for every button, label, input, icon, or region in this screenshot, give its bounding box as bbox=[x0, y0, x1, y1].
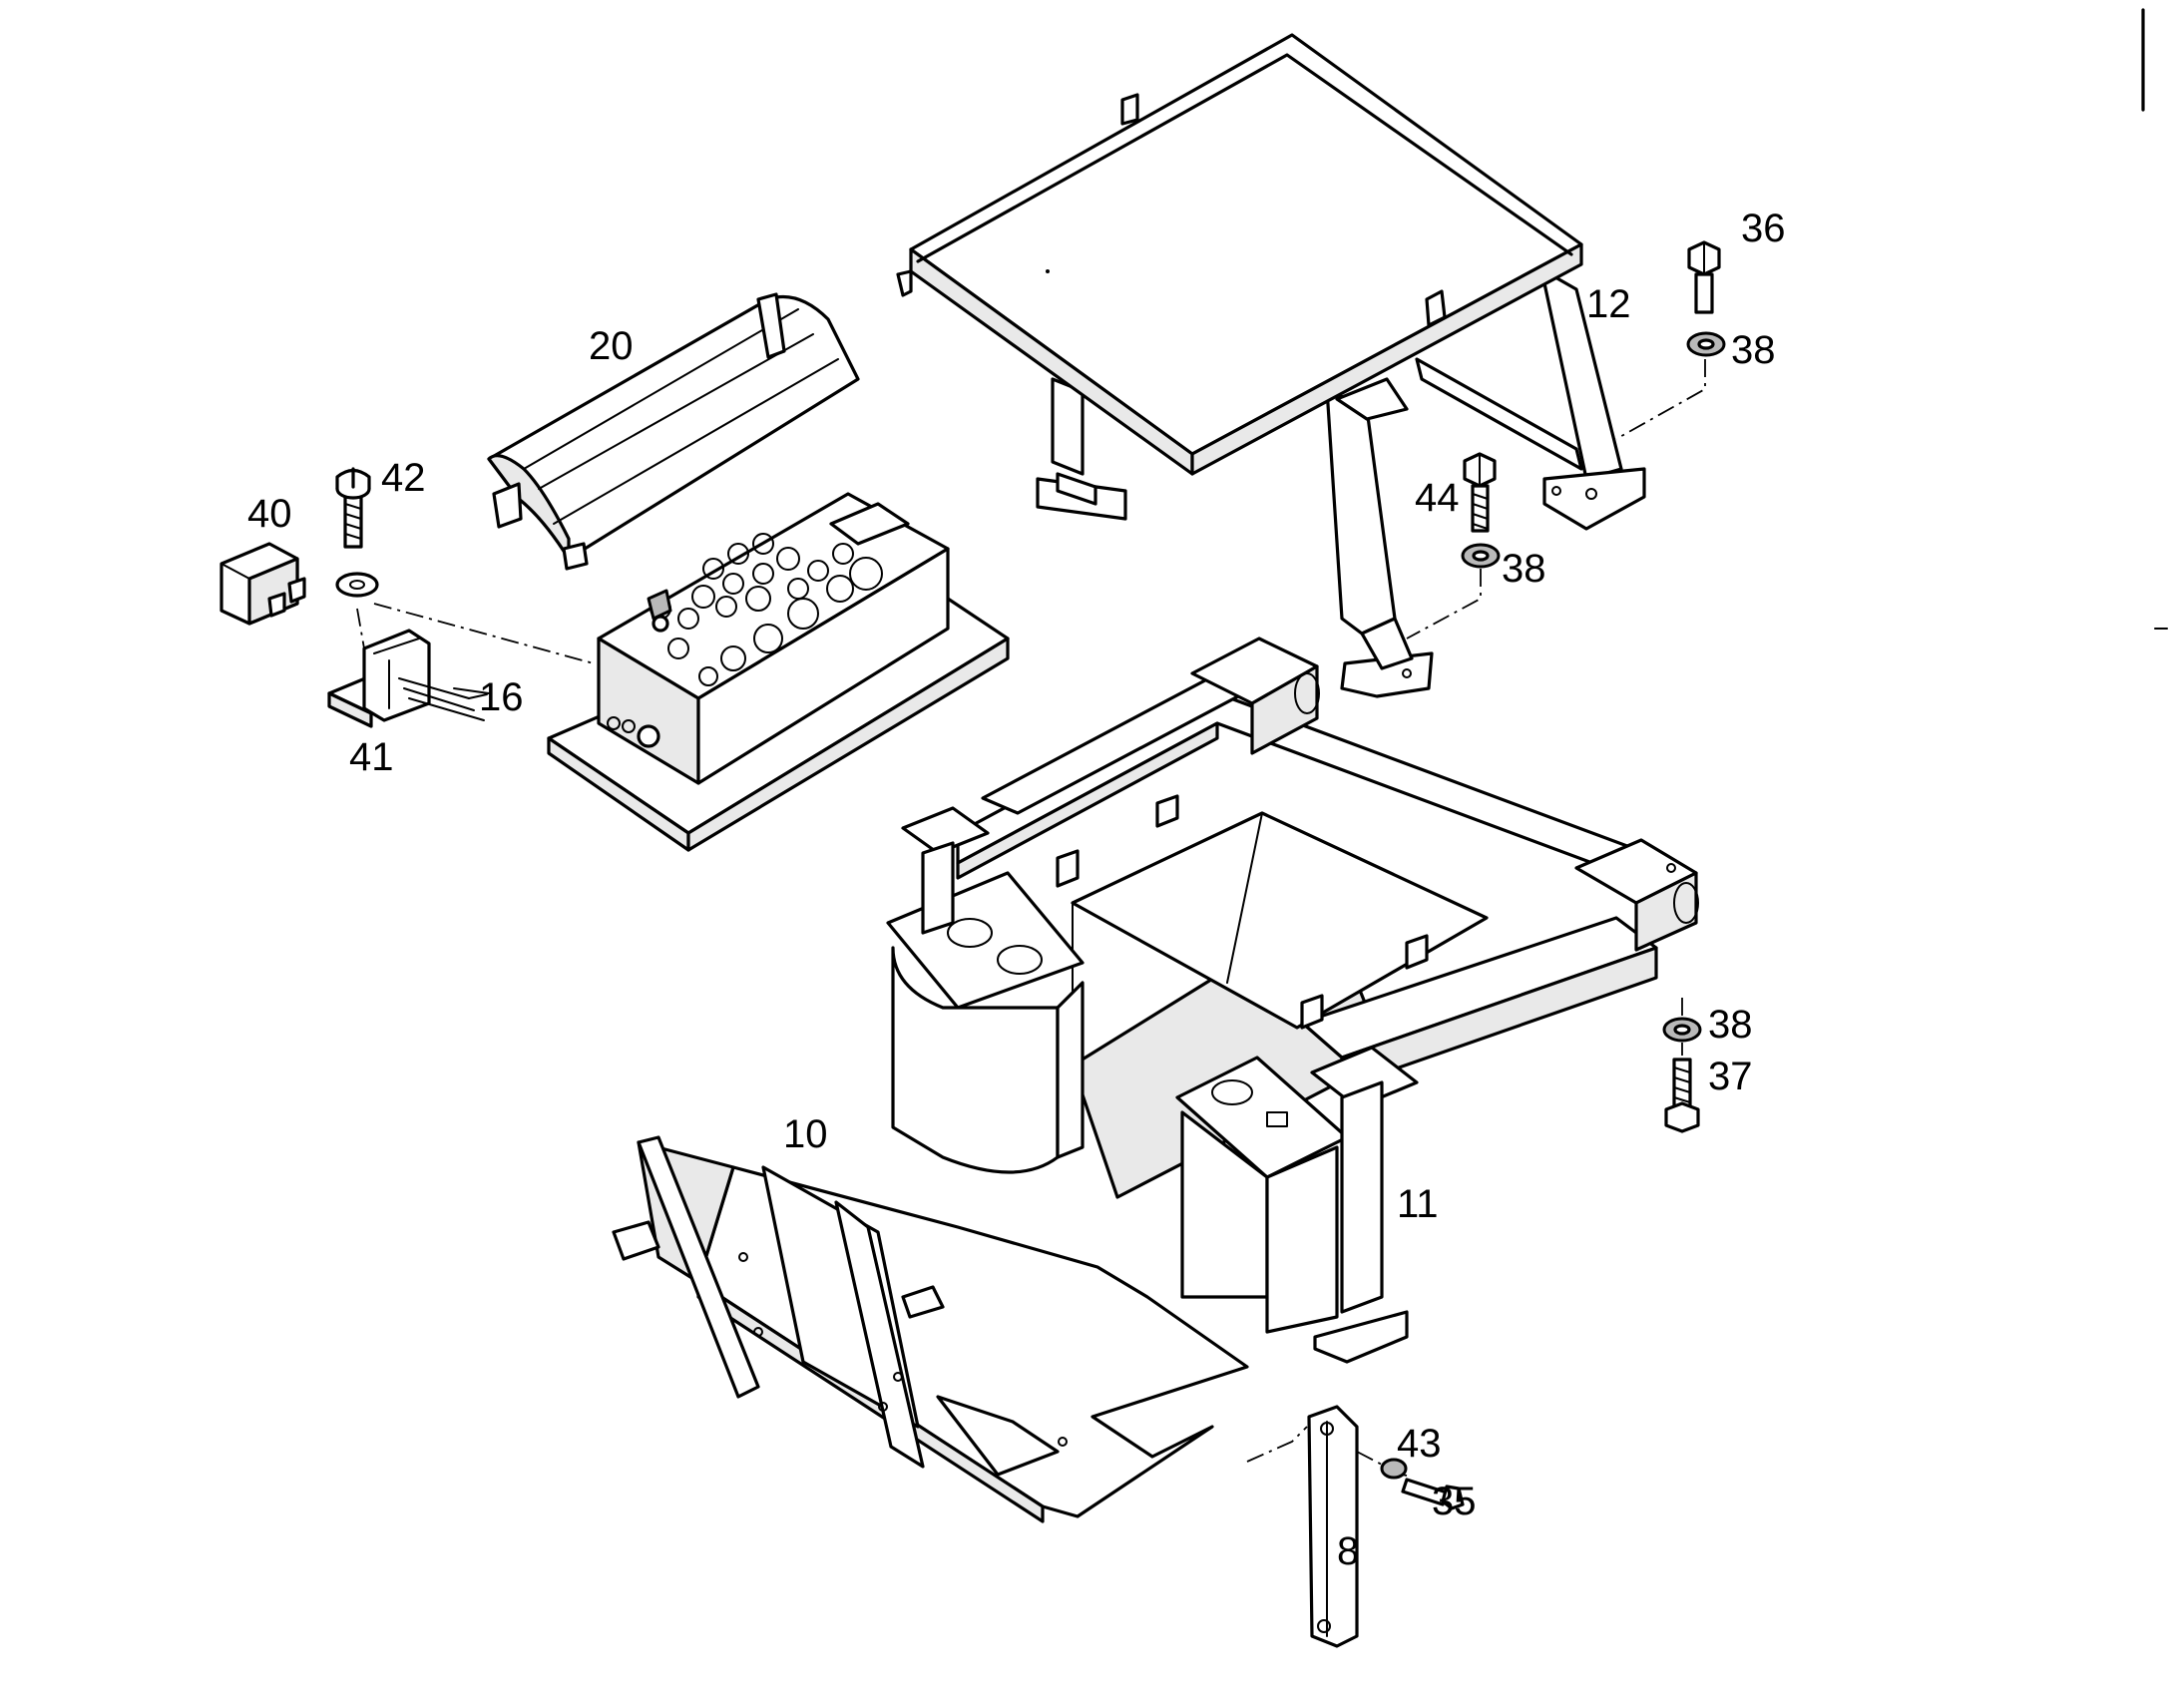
handle-8 bbox=[1307, 1405, 1359, 1648]
washer-37 bbox=[1662, 1017, 1702, 1043]
callout-38-upper: 38 bbox=[1731, 328, 1776, 372]
callout-36: 36 bbox=[1741, 207, 1786, 250]
base-frame-11 bbox=[886, 637, 1699, 1364]
callout-12: 12 bbox=[1586, 282, 1631, 326]
cover-20 bbox=[487, 292, 860, 571]
callout-40: 40 bbox=[247, 492, 292, 536]
callout-43: 43 bbox=[1397, 1422, 1442, 1466]
callout-11: 11 bbox=[1397, 1182, 1439, 1226]
leader-lines bbox=[356, 359, 1706, 1477]
callout-35: 35 bbox=[1432, 1480, 1477, 1523]
bolt-42 bbox=[335, 467, 371, 549]
bolt-37 bbox=[1664, 1058, 1700, 1133]
callout-16: 16 bbox=[479, 675, 524, 719]
leader-16 bbox=[468, 693, 488, 699]
seat-frame-12 bbox=[896, 33, 1646, 698]
washer-36 bbox=[1686, 331, 1726, 357]
floor-plate-10 bbox=[612, 1135, 1249, 1523]
bolt-36 bbox=[1687, 240, 1721, 314]
callout-44: 44 bbox=[1415, 476, 1460, 520]
callouts: 8 10 11 12 16 20 35 36 37 38 38 38 40 41… bbox=[247, 207, 1786, 1573]
callout-42: 42 bbox=[381, 456, 426, 500]
bolt-35 bbox=[1401, 1478, 1465, 1510]
washer-42 bbox=[335, 572, 379, 598]
relay-base-41 bbox=[327, 629, 490, 728]
callout-20: 20 bbox=[589, 324, 634, 368]
bolt-44 bbox=[1463, 452, 1497, 533]
callout-38-middle: 38 bbox=[1502, 547, 1546, 591]
instrument-panel bbox=[547, 492, 1010, 852]
callout-10: 10 bbox=[783, 1112, 828, 1156]
relay-40 bbox=[219, 542, 306, 626]
callout-38-lower: 38 bbox=[1708, 1003, 1753, 1047]
callout-41: 41 bbox=[349, 735, 394, 779]
washer-44 bbox=[1461, 543, 1501, 569]
callout-37: 37 bbox=[1708, 1055, 1753, 1098]
callout-8: 8 bbox=[1337, 1529, 1359, 1573]
washer-43 bbox=[1380, 1458, 1408, 1480]
